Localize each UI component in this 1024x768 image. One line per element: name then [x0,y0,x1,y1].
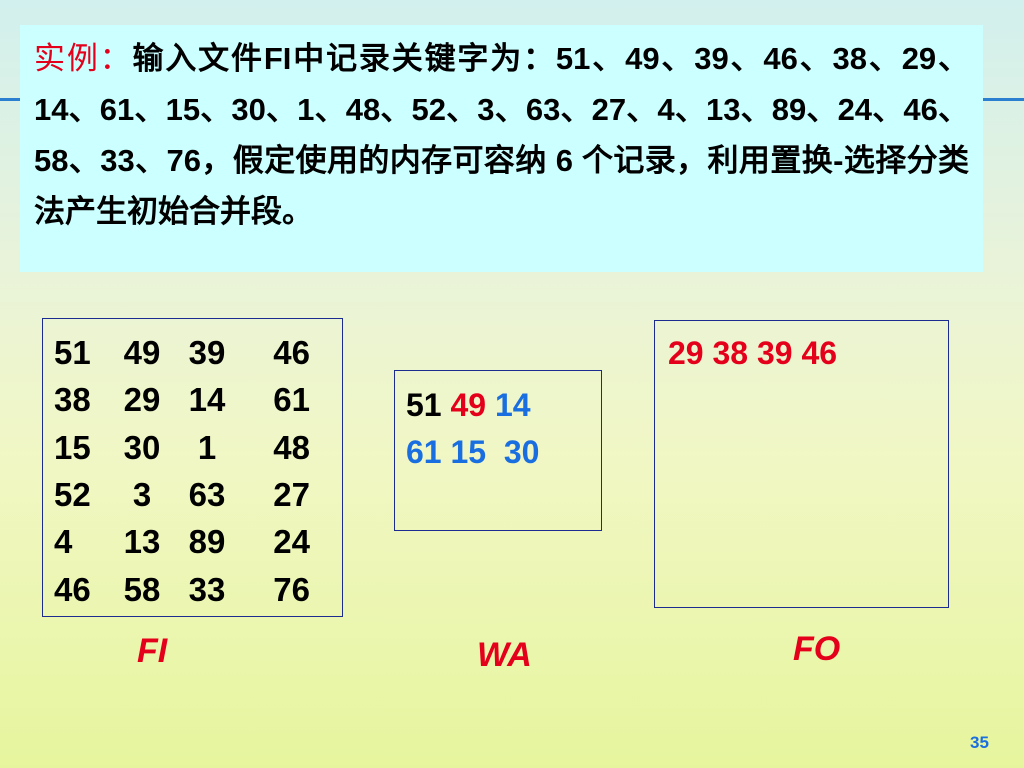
fi-row: 4 13 89 24 [54,518,310,565]
fi-caption: FI [137,632,168,670]
fo-caption: FO [793,630,841,668]
fi-row: 15 30 1 48 [54,424,310,471]
fi-key: 1 [197,428,217,466]
fi-key: 13 [123,523,161,561]
fi-key: 15 [54,428,91,466]
fi-key: 27 [273,476,310,514]
fi-key: 63 [188,476,226,514]
fi-key: 58 [123,570,161,608]
wa-key: 14 [494,387,531,423]
fo-output-file-panel: 29 38 39 46 [654,320,949,608]
fi-key: 24 [273,523,310,561]
fi-row: 52 3 63 27 [54,471,310,518]
fi-row: 38 29 14 61 [54,376,310,423]
wa-key: 61 [406,434,442,470]
wa-work-area-panel: 51 49 14 61 15 30 [394,370,602,531]
fi-row: 46 58 33 76 [54,565,310,612]
fi-key: 46 [54,570,91,608]
wa-key: 51 [406,387,442,423]
problem-statement: 实例：输入文件FI中记录关键字为：51、49、39、46、38、29、14、61… [34,33,969,237]
fi-key: 38 [54,381,91,419]
wa-line: 51 49 14 [406,389,531,421]
fi-key: 14 [188,381,226,419]
fi-key: 76 [273,570,310,608]
wa-key: 15 [450,434,487,470]
wa-line: 61 15 30 [406,436,539,468]
fi-key: 39 [188,334,226,372]
slide-number: 35 [970,733,989,752]
problem-label: 实例： [34,41,133,76]
fi-key: 46 [273,334,310,372]
fi-input-file-panel: 51 49 39 46 38 29 14 61 15 30 1 48 52 3 … [42,318,343,617]
fi-key: 3 [132,476,152,514]
fi-key: 89 [188,523,226,561]
wa-caption: WA [477,636,532,674]
problem-statement-box: 实例：输入文件FI中记录关键字为：51、49、39、46、38、29、14、61… [20,25,983,272]
fi-key: 4 [54,523,73,561]
fi-key: 30 [123,428,161,466]
fi-key: 49 [123,334,161,372]
problem-text: 输入文件FI中记录关键字为：51、49、39、46、38、29、14、61、15… [34,41,970,229]
fi-key: 61 [273,381,310,419]
fi-row: 51 49 39 46 [54,329,310,376]
fi-key: 29 [123,381,161,419]
fi-keys-table: 51 49 39 46 38 29 14 61 15 30 1 48 52 3 … [54,329,310,613]
wa-key: 49 [450,387,487,423]
fi-key: 48 [273,428,310,466]
fo-run-values: 29 38 39 46 [668,335,838,371]
wa-key: 30 [503,434,540,470]
fi-key: 33 [188,570,226,608]
fi-key: 51 [54,334,91,372]
fi-key: 52 [54,476,91,514]
